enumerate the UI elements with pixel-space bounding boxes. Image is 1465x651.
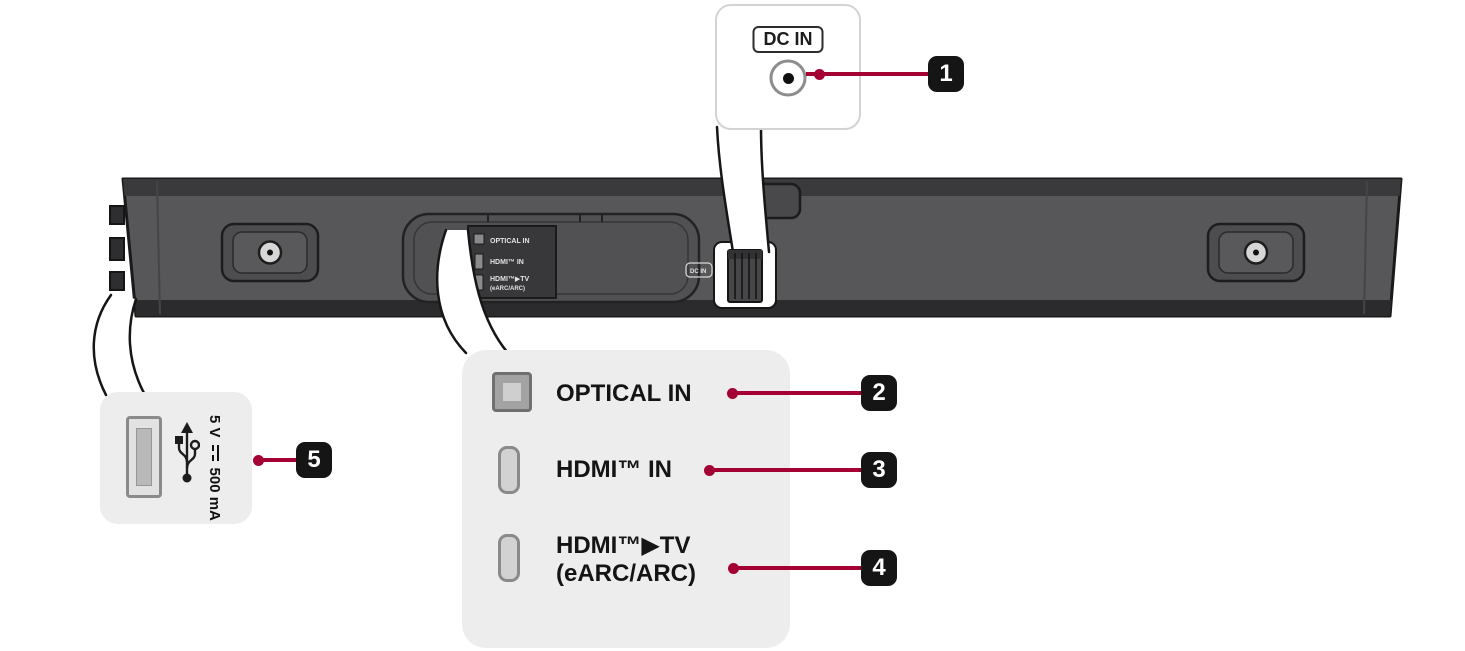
hdmi-tv-port-icon xyxy=(498,534,520,582)
usb-icon xyxy=(175,422,200,483)
connection-recess: OPTICAL IN HDMI™ IN HDMI™▶TV (eARC/ARC) xyxy=(401,212,701,304)
callout-dc-in: DC IN xyxy=(715,4,861,130)
wall-mount-slot-right xyxy=(1206,222,1306,283)
badge-3: 3 xyxy=(861,452,897,488)
panel-label-dc: DC IN xyxy=(690,269,706,275)
connector-dot-2 xyxy=(727,388,738,399)
connector-line-4 xyxy=(731,566,862,570)
panel-label-optical: OPTICAL IN xyxy=(490,238,530,245)
callout-ports: OPTICAL IN HDMI™ IN HDMI™▶TV (eARC/ARC) xyxy=(462,350,790,648)
badge-4: 4 xyxy=(861,550,897,586)
hdmi-in-label: HDMI™ IN xyxy=(556,456,672,483)
connector-dot-4 xyxy=(728,563,739,574)
badge-5: 5 xyxy=(296,442,332,478)
panel-label-hdmi-tv: HDMI™▶TV xyxy=(490,276,530,283)
connector-line-1 xyxy=(806,72,928,76)
panel-label-hdmi-tv-2: (eARC/ARC) xyxy=(490,286,525,292)
wall-mount-slot-left xyxy=(220,222,320,283)
hdmi-tv-label: HDMI™▶TV (eARC/ARC) xyxy=(556,532,696,588)
dc-in-port-icon xyxy=(769,59,807,97)
usb-voltage: 5 V xyxy=(206,415,224,438)
panel-label-hdmi-in: HDMI™ IN xyxy=(490,259,524,266)
dc-in-label: DC IN xyxy=(752,26,824,53)
usb-port-icon xyxy=(126,416,162,498)
dc-plug xyxy=(727,249,763,303)
hdmi-tv-label-line2: (eARC/ARC) xyxy=(556,560,696,587)
connector-line-5 xyxy=(257,458,297,462)
connector-line-2 xyxy=(730,391,862,395)
optical-port-icon xyxy=(492,372,532,412)
connector-dot-1 xyxy=(814,69,825,80)
usb-spec-label: 5 V 500 mA xyxy=(203,415,227,521)
badge-1: 1 xyxy=(928,56,964,92)
connector-dot-5 xyxy=(253,455,264,466)
hdmi-tv-label-line1: HDMI™▶TV xyxy=(556,532,691,559)
dc-in-port-pin xyxy=(782,72,794,84)
callout-usb: 5 V 500 mA xyxy=(100,392,252,524)
leader-dc-in xyxy=(715,125,771,254)
dc-symbol-icon xyxy=(210,445,220,461)
usb-current: 500 mA xyxy=(206,467,224,521)
leader-ports xyxy=(435,228,510,355)
badge-2: 2 xyxy=(861,375,897,411)
soundbar-left-connectors xyxy=(109,205,125,291)
connector-dot-3 xyxy=(704,465,715,476)
optical-in-label: OPTICAL IN xyxy=(556,380,692,407)
connector-line-3 xyxy=(707,468,862,472)
hdmi-in-port-icon xyxy=(498,446,520,494)
leader-usb xyxy=(92,293,147,397)
